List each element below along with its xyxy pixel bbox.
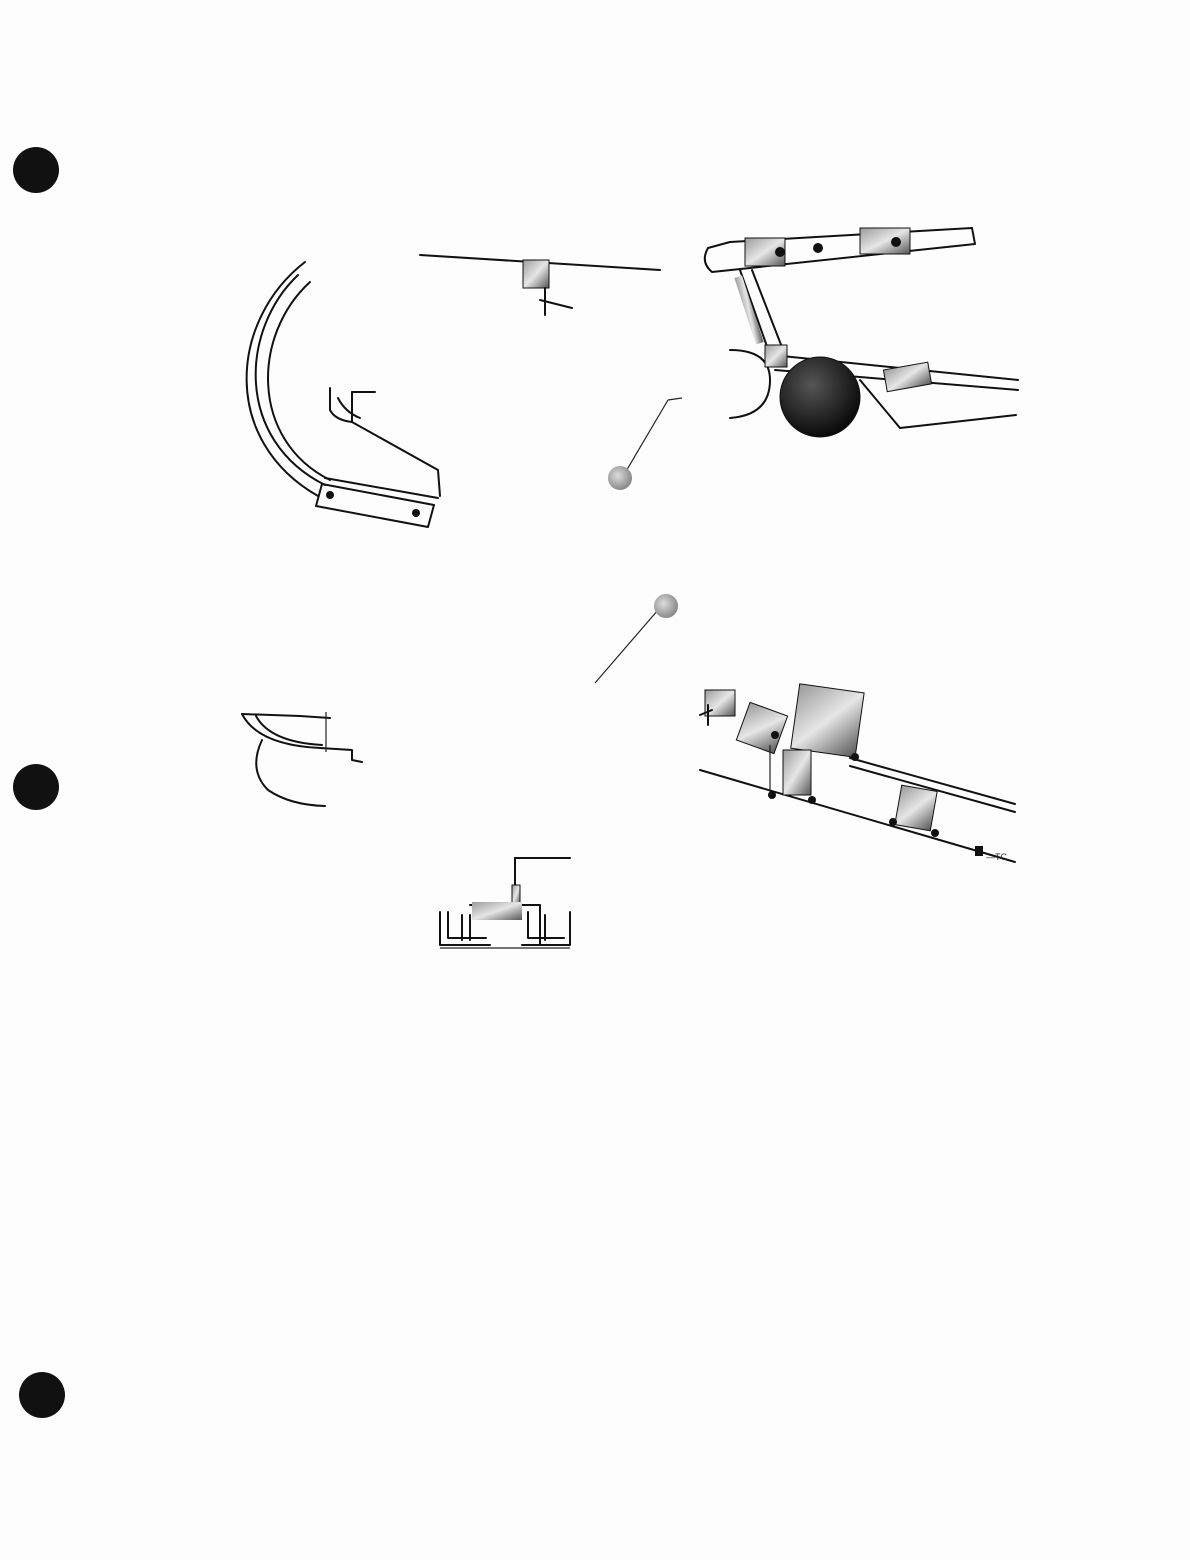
curved-track-assembly [245, 261, 441, 528]
mounting-bolt-right [412, 509, 420, 517]
small-label: —TC [986, 852, 1007, 862]
rail-clamp [522, 259, 550, 289]
arm-detail [241, 712, 363, 807]
head-bracket-right [859, 227, 911, 255]
callout-marker-2 [594, 594, 678, 684]
punch-hole-bottom [19, 1372, 65, 1418]
top-rail [419, 254, 661, 316]
trolley-plate [790, 683, 865, 758]
drive-drum [779, 356, 861, 438]
punch-hole-top [13, 147, 59, 193]
idler-block [764, 344, 788, 368]
punch-hole-middle [13, 764, 59, 810]
callout-marker-1 [608, 397, 683, 490]
rail-bracket [894, 784, 938, 832]
bracket-cross-section [439, 857, 571, 949]
mounting-bolt-left [326, 491, 334, 499]
carriage-block [882, 361, 933, 393]
trolley-assembly: —TC [699, 683, 1016, 863]
opener-head-assembly [703, 227, 1019, 438]
mounting-plate [315, 483, 435, 528]
